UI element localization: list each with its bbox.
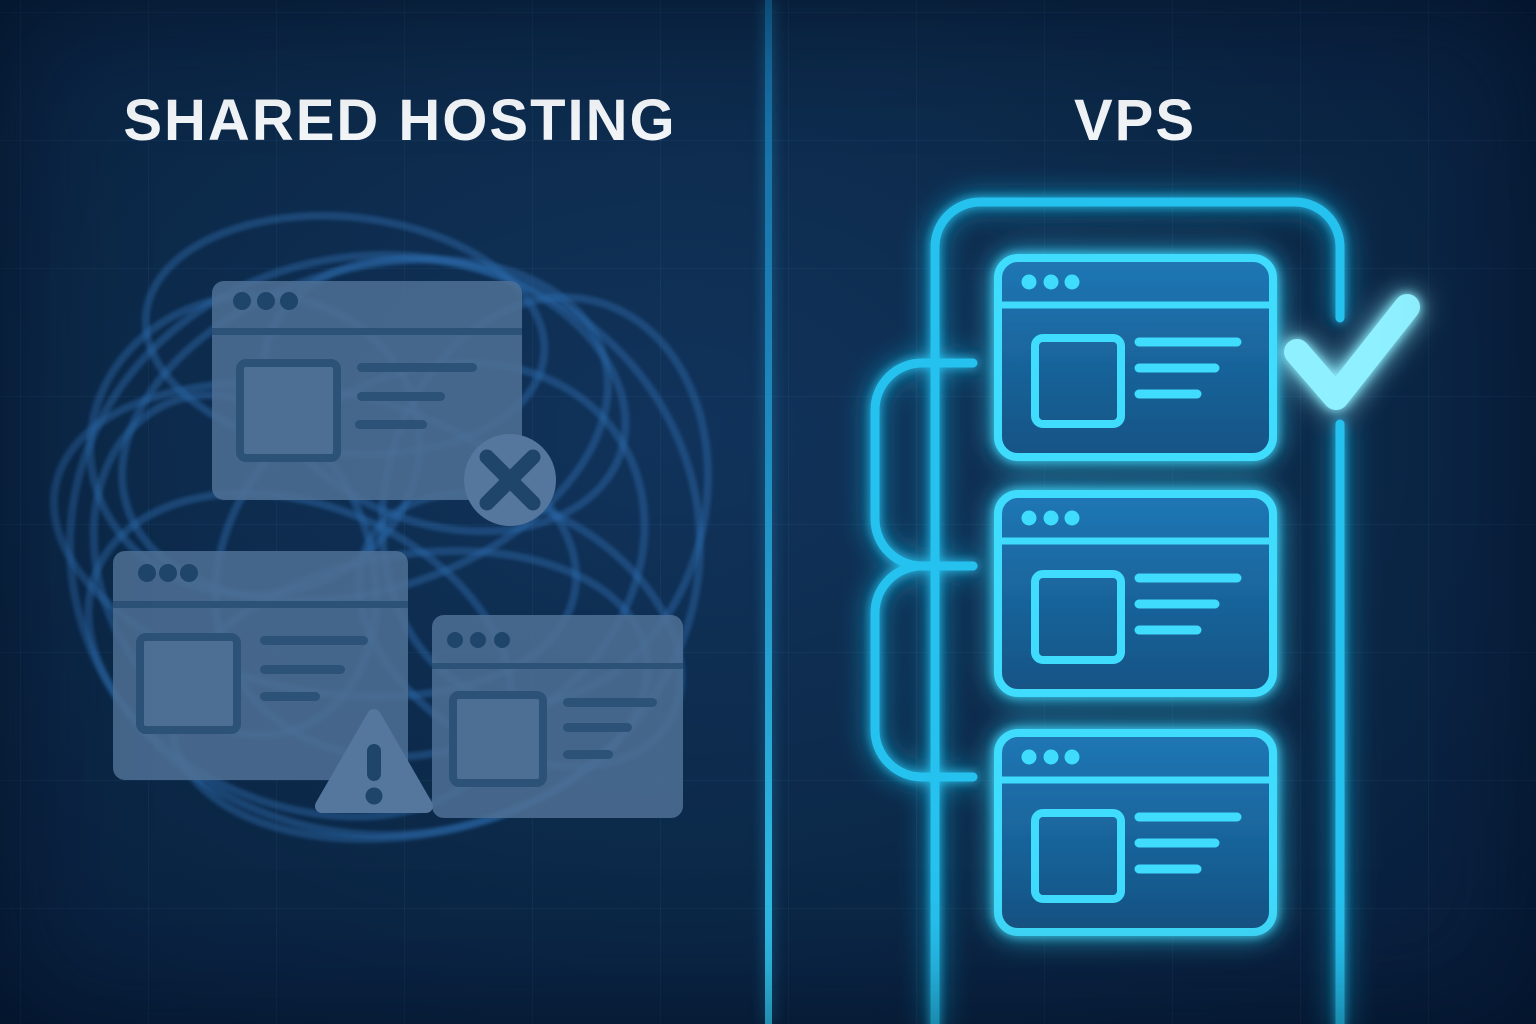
x-circle-icon (464, 434, 556, 526)
vps-browser-window-3 (998, 733, 1273, 932)
vps-artwork (870, 197, 1420, 1024)
vps-browser-window-2 (998, 494, 1273, 693)
right-panel-title: VPS (1073, 88, 1197, 153)
left-panel-title: SHARED HOSTING (123, 88, 677, 153)
vps-container-outline (930, 197, 1345, 1024)
vps-browser-window-1 (998, 258, 1273, 457)
warning-triangle-icon (315, 709, 433, 813)
shared-browser-window-2 (113, 551, 408, 780)
shared-browser-window-3 (432, 615, 683, 818)
vps-bracket-bottom (870, 561, 978, 782)
shared-browser-window-1 (212, 281, 522, 500)
vps-bracket-top (870, 358, 978, 571)
checkmark-icon (1284, 294, 1420, 410)
shared-hosting-artwork (49, 211, 712, 844)
panel-divider (765, 0, 772, 1024)
